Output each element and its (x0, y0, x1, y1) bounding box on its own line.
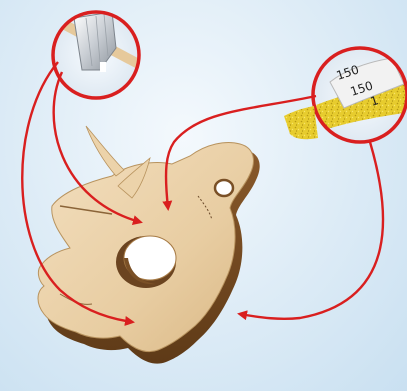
eye-hole (215, 180, 233, 196)
horn (86, 126, 124, 176)
sandpaper-tail (284, 106, 318, 139)
knife-detail-inset (50, 12, 161, 98)
sandpaper-detail-inset: 150 150 1 (284, 48, 407, 142)
arrow-sandpaper-to-edge (240, 142, 383, 319)
wooden-part (38, 126, 260, 364)
